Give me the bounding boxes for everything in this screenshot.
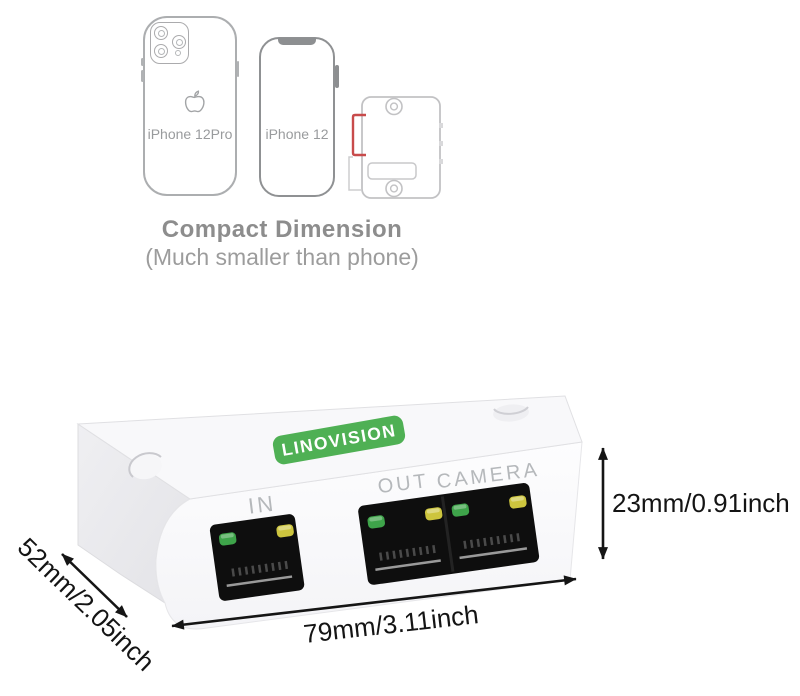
width-dimension-arrow [171, 575, 577, 630]
caption-title: Compact Dimension [161, 216, 403, 243]
clip-tab-outline [348, 156, 362, 191]
mount-notch-right [493, 404, 529, 422]
led-yellow [509, 495, 527, 509]
depth-dimension-arrow [61, 553, 128, 618]
mount-notch-left [128, 452, 162, 480]
phone-label: iPhone 12Pro [147, 126, 233, 142]
side-button [334, 65, 339, 88]
din-clip-icon [351, 113, 366, 157]
port-pins [379, 544, 438, 561]
port-label-in: IN [247, 490, 278, 518]
screw-hole-icon [385, 97, 403, 116]
edge-nub [439, 141, 443, 146]
apple-logo-icon [184, 90, 205, 113]
port-pins [231, 560, 290, 577]
height-dimension-label: 23mm/0.91inch [612, 488, 790, 518]
extender-outline-icon [348, 96, 443, 199]
camera-flash-icon [175, 50, 181, 56]
camera-lens-icon [172, 35, 186, 49]
label-area-outline [367, 162, 417, 180]
caption: Compact Dimension (Much smaller than pho… [32, 217, 532, 270]
led-yellow [276, 524, 294, 538]
port-divider [440, 496, 455, 572]
brand-sticker-bg [272, 415, 406, 465]
iphone-12-outline: iPhone 12 [259, 37, 339, 197]
led-green [218, 532, 237, 546]
phone-label: iPhone 12 [265, 126, 329, 142]
side-button [141, 58, 144, 66]
led-green [367, 515, 385, 529]
camera-lens-icon [154, 44, 168, 58]
port-pins [463, 532, 522, 549]
side-button [236, 61, 239, 77]
rj45-ports-out-camera [358, 483, 540, 585]
led-green [451, 503, 470, 517]
phone-notch [278, 38, 316, 45]
iphone-12pro-outline: iPhone 12Pro [141, 16, 239, 196]
edge-nub [439, 123, 443, 128]
extender-body-outline [361, 96, 441, 199]
edge-nub [439, 159, 443, 164]
caption-subtitle: (Much smaller than phone) [145, 244, 419, 271]
side-button [141, 70, 144, 82]
rj45-port-in [209, 514, 305, 601]
led-yellow [424, 507, 443, 521]
camera-module-icon [150, 22, 189, 64]
screw-hole-icon [385, 179, 403, 198]
camera-lens-icon [154, 26, 168, 40]
